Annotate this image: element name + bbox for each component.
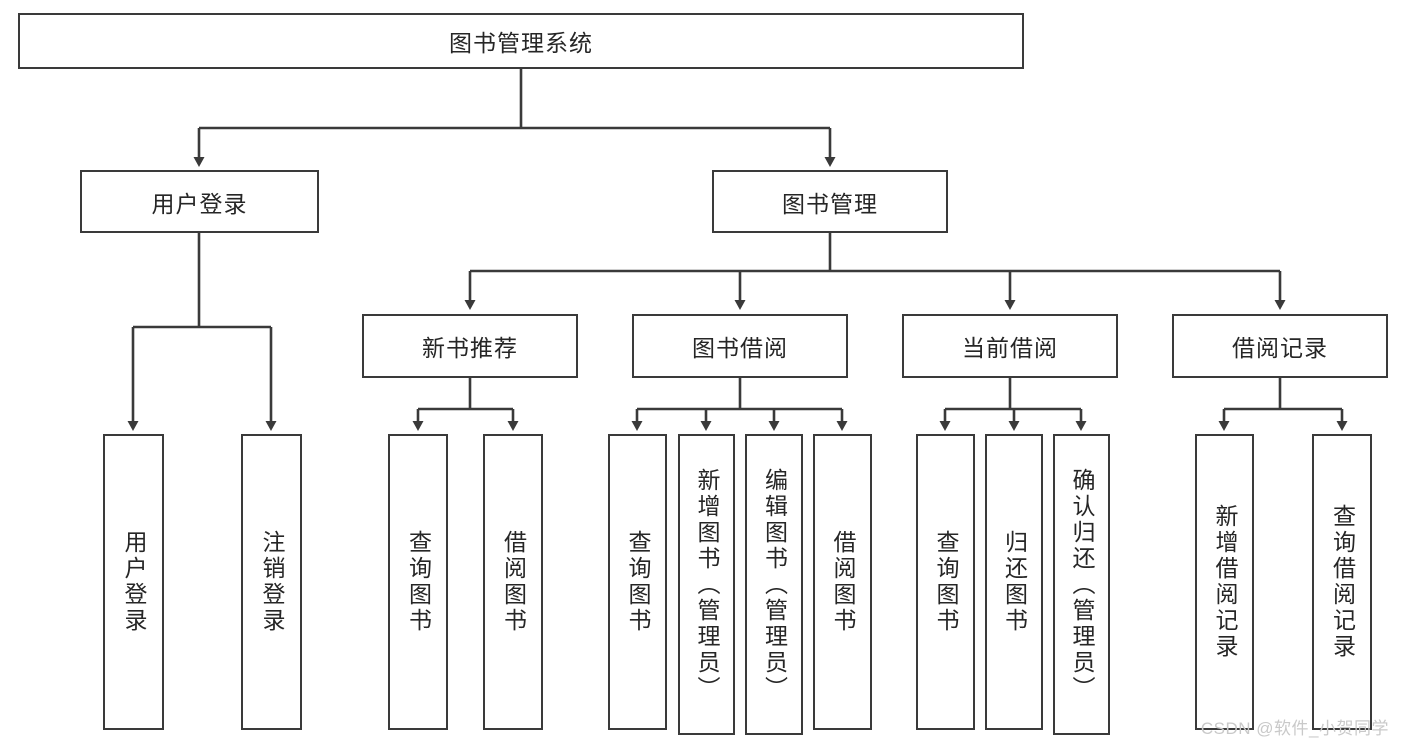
node-leaf-edit-book[interactable]: 编辑图书（管理员） (745, 434, 803, 735)
node-book-manage-label: 图书管理 (782, 190, 878, 217)
node-leaf-confirm-return-label: 确认归还（管理员） (1069, 467, 1095, 702)
node-leaf-query-book-3[interactable]: 查询图书 (916, 434, 975, 730)
node-leaf-query-book-1-label: 查询图书 (405, 530, 432, 634)
node-user-login[interactable]: 用户登录 (80, 170, 319, 233)
node-leaf-query-book-2-label: 查询图书 (625, 530, 651, 634)
node-leaf-query-book-1[interactable]: 查询图书 (388, 434, 448, 730)
node-current-borrow[interactable]: 当前借阅 (902, 314, 1118, 378)
node-leaf-logout[interactable]: 注销登录 (241, 434, 302, 730)
node-leaf-query-record-label: 查询借阅记录 (1329, 504, 1356, 660)
node-leaf-return-book-label: 归还图书 (1001, 530, 1028, 634)
node-book-manage[interactable]: 图书管理 (712, 170, 948, 233)
node-root[interactable]: 图书管理系统 (18, 13, 1024, 69)
node-new-book-rec-label: 新书推荐 (422, 335, 518, 361)
node-leaf-add-book-label: 新增图书（管理员） (694, 467, 720, 702)
node-leaf-user-login[interactable]: 用户登录 (103, 434, 164, 730)
node-root-label: 图书管理系统 (449, 30, 593, 56)
node-leaf-add-record-label: 新增借阅记录 (1212, 504, 1238, 660)
node-borrow-record[interactable]: 借阅记录 (1172, 314, 1388, 378)
node-leaf-borrow-book-2[interactable]: 借阅图书 (813, 434, 872, 730)
node-leaf-borrow-book-1-label: 借阅图书 (500, 530, 527, 634)
node-leaf-logout-label: 注销登录 (259, 530, 285, 634)
node-leaf-query-record[interactable]: 查询借阅记录 (1312, 434, 1372, 730)
node-leaf-add-book[interactable]: 新增图书（管理员） (678, 434, 735, 735)
node-leaf-add-record[interactable]: 新增借阅记录 (1195, 434, 1254, 730)
watermark: CSDN @软件_小贺同学 (1200, 719, 1389, 738)
node-current-borrow-label: 当前借阅 (962, 335, 1058, 361)
node-leaf-borrow-book-1[interactable]: 借阅图书 (483, 434, 543, 730)
node-leaf-edit-book-label: 编辑图书（管理员） (761, 467, 788, 702)
node-leaf-user-login-label: 用户登录 (121, 530, 147, 634)
node-borrow-record-label: 借阅记录 (1232, 335, 1328, 361)
node-book-borrow-label: 图书借阅 (692, 335, 788, 361)
node-leaf-return-book[interactable]: 归还图书 (985, 434, 1043, 730)
node-leaf-borrow-book-2-label: 借阅图书 (830, 530, 856, 634)
node-leaf-query-book-2[interactable]: 查询图书 (608, 434, 667, 730)
node-user-login-label: 用户登录 (151, 190, 248, 217)
node-leaf-confirm-return[interactable]: 确认归还（管理员） (1053, 434, 1110, 735)
node-leaf-query-book-3-label: 查询图书 (933, 530, 959, 634)
node-book-borrow[interactable]: 图书借阅 (632, 314, 848, 378)
node-new-book-rec[interactable]: 新书推荐 (362, 314, 578, 378)
